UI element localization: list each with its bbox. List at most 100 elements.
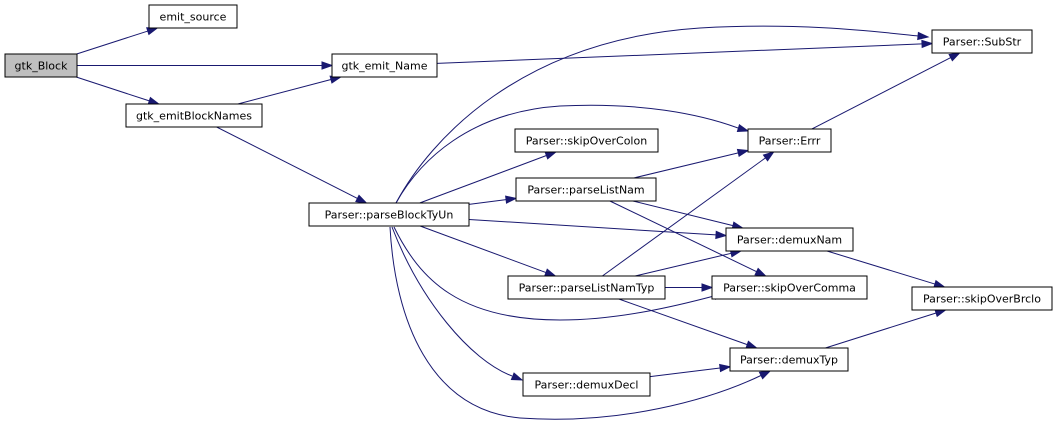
edge-line bbox=[468, 199, 507, 205]
arrowhead-icon bbox=[736, 123, 750, 133]
arrowhead-icon bbox=[736, 148, 750, 158]
arrowhead-icon bbox=[544, 268, 557, 277]
edge-line bbox=[811, 57, 951, 130]
node-box bbox=[522, 372, 651, 397]
node-parseListNamTyp[interactable]: Parser::parseListNamTyp bbox=[507, 275, 666, 300]
arrowhead-icon bbox=[917, 31, 930, 41]
node-parseBlockTyUn[interactable]: Parser::parseBlockTyUn bbox=[308, 202, 470, 227]
edge-parseBlockTyUn-to-demuxNam bbox=[468, 218, 728, 240]
edge-line bbox=[419, 225, 547, 274]
node-skipOverColon[interactable]: Parser::skipOverColon bbox=[514, 128, 659, 153]
edge-parseBlockTyUn-to-parseListNamTyp bbox=[419, 225, 557, 277]
edge-line bbox=[391, 226, 513, 377]
node-demuxTyp[interactable]: Parser::demuxTyp bbox=[729, 347, 849, 372]
arrowhead-icon bbox=[719, 363, 732, 373]
node-gtk_Block: gtk_Block bbox=[4, 53, 78, 78]
edge-line bbox=[216, 126, 358, 199]
edge-Errr-to-SubStr bbox=[811, 52, 961, 130]
node-label: Parser::Errr bbox=[759, 135, 821, 148]
node-gtk_emit_Name[interactable]: gtk_emit_Name bbox=[331, 53, 438, 78]
node-label: Parser::skipOverBrclo bbox=[923, 293, 1041, 306]
arrowhead-icon bbox=[948, 52, 961, 62]
edge-demuxTyp-to-skipOverBrclo bbox=[825, 309, 948, 349]
edge-gtk_emitBlockNames-to-parseBlockTyUn bbox=[216, 126, 368, 204]
node-label: Parser::skipOverColon bbox=[526, 135, 647, 148]
node-skipOverBrclo[interactable]: Parser::skipOverBrclo bbox=[911, 286, 1053, 311]
edge-gtk_emit_Name-to-SubStr bbox=[436, 39, 934, 64]
edge-line bbox=[389, 226, 763, 420]
edge-parseListNam-to-demuxNam bbox=[632, 200, 745, 230]
edge-line bbox=[76, 30, 148, 55]
arrowhead-icon bbox=[321, 61, 334, 70]
edge-parseListNam-to-skipOverComma bbox=[609, 200, 767, 277]
node-box bbox=[711, 275, 868, 300]
node-label: Parser::parseListNamTyp bbox=[519, 282, 655, 295]
node-box bbox=[4, 53, 78, 78]
edge-parseBlockTyUn-to-demuxDecl bbox=[391, 226, 524, 381]
node-demuxDecl[interactable]: Parser::demuxDecl bbox=[522, 372, 651, 397]
edge-gtk_Block-to-gtk_emit_Name bbox=[77, 61, 334, 70]
edge-demuxDecl-to-demuxTyp bbox=[649, 363, 732, 378]
arrowhead-icon bbox=[505, 195, 518, 204]
edge-line bbox=[632, 200, 734, 227]
arrowhead-icon bbox=[934, 309, 948, 318]
edge-parseListNamTyp-to-demuxNam bbox=[635, 249, 743, 277]
node-layer: gtk_Block emit_source gtk_emit_Name gtk_emi… bbox=[4, 4, 1053, 397]
arrowhead-icon bbox=[701, 283, 714, 292]
node-box bbox=[725, 227, 854, 252]
edge-parseListNamTyp-to-Errr bbox=[602, 151, 775, 277]
node-label: emit_source bbox=[160, 11, 227, 24]
node-box bbox=[125, 103, 263, 128]
node-box bbox=[515, 177, 657, 202]
node-skipOverComma[interactable]: Parser::skipOverComma bbox=[711, 275, 868, 300]
node-gtk_emitBlockNames[interactable]: gtk_emitBlockNames bbox=[125, 103, 263, 128]
node-label: gtk_emitBlockNames bbox=[136, 110, 252, 123]
edge-line bbox=[635, 252, 732, 277]
arrowhead-icon bbox=[758, 370, 772, 380]
edge-line bbox=[393, 226, 715, 321]
node-emit_source[interactable]: emit_source bbox=[148, 4, 238, 29]
arrowhead-icon bbox=[355, 194, 368, 204]
edge-line bbox=[609, 200, 757, 273]
node-box bbox=[514, 128, 659, 153]
arrowhead-icon bbox=[933, 279, 946, 288]
edge-line bbox=[633, 152, 739, 179]
node-box bbox=[308, 202, 470, 227]
node-Errr[interactable]: Parser::Errr bbox=[747, 128, 832, 153]
edge-parseListNamTyp-to-demuxTyp bbox=[618, 298, 759, 349]
arrowhead-icon bbox=[762, 151, 775, 162]
node-box bbox=[911, 286, 1053, 311]
edge-line bbox=[649, 367, 721, 378]
node-box bbox=[729, 347, 849, 372]
node-label: gtk_Block bbox=[15, 60, 69, 73]
arrowhead-icon bbox=[754, 267, 767, 277]
edge-line bbox=[395, 25, 919, 204]
node-SubStr[interactable]: Parser::SubStr bbox=[931, 29, 1033, 54]
edge-parseListNam-to-Errr bbox=[633, 148, 750, 179]
arrowhead-icon bbox=[715, 230, 728, 240]
edge-parseListNamTyp-to-skipOverComma bbox=[665, 283, 714, 292]
edge-line bbox=[468, 218, 717, 236]
arrowhead-icon bbox=[146, 27, 159, 36]
node-label: Parser::demuxNam bbox=[737, 234, 842, 247]
edge-gtk_Block-to-emit_source bbox=[76, 27, 159, 55]
node-label: Parser::demuxDecl bbox=[535, 379, 639, 392]
arrowhead-icon bbox=[745, 340, 759, 349]
edge-gtk_emitBlockNames-to-gtk_emit_Name bbox=[237, 75, 343, 105]
arrowhead-icon bbox=[921, 39, 934, 49]
node-box bbox=[148, 4, 238, 29]
edge-line bbox=[602, 157, 766, 277]
edge-gtk_Block-to-gtk_emitBlockNames bbox=[76, 76, 161, 105]
node-label: Parser::skipOverComma bbox=[723, 282, 856, 295]
node-label: Parser::demuxTyp bbox=[740, 354, 838, 367]
edge-line bbox=[76, 76, 150, 102]
arrowhead-icon bbox=[510, 372, 524, 381]
node-box bbox=[507, 275, 666, 300]
node-parseListNam[interactable]: Parser::parseListNam bbox=[515, 177, 657, 202]
node-demuxNam[interactable]: Parser::demuxNam bbox=[725, 227, 854, 252]
edge-line bbox=[826, 250, 936, 285]
edge-parseBlockTyUn-to-Errr bbox=[395, 104, 750, 204]
edge-line bbox=[395, 104, 739, 204]
